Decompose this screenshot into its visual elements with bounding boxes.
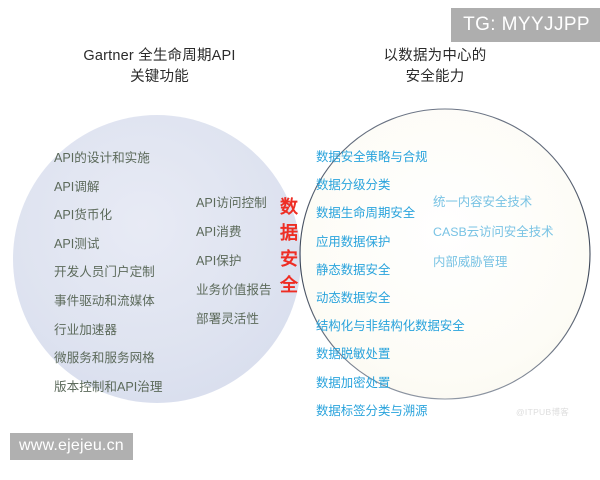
list-item: 事件驱动和流媒体 [54,293,155,308]
list-item: 数据脱敏处置 [316,347,391,362]
list-item: 数据分级分类 [316,178,391,193]
list-item: 统一内容安全技术 [433,195,533,209]
overlap-label: 数 据 安 全 [272,194,306,298]
right-circle-outline [299,108,591,400]
list-item: 数据安全策略与合规 [316,150,428,164]
list-item: 内部威胁管理 [433,255,508,269]
left-circle-heading: Gartner 全生命周期API 关键功能 [83,48,236,85]
list-item: CASB云访问安全技术 [433,225,554,239]
list-item: API访问控制 [196,196,267,210]
list-item: API测试 [54,236,100,251]
overlap-label-char: 安 [280,249,298,269]
overlap-label-char: 全 [280,275,298,295]
left-circle-shape [13,115,301,403]
right-circle-shape [300,109,590,399]
right-primary-list: 数据安全策略与合规 数据分级分类 数据生命周期安全 应用数据保护 静态数据安全 … [316,147,465,429]
list-item: 动态数据安全 [316,290,391,305]
overlap-label-char: 据 [280,223,298,243]
list-item: API货币化 [54,208,113,223]
list-item: API调解 [54,179,100,194]
telegram-watermark-badge: TG: MYYJJPP [451,8,600,42]
left-secondary-list: API访问控制 API消费 API保护 业务价值报告 部署灵活性 [196,192,272,337]
list-item: 业务价值报告 [196,283,272,297]
overlap-label-char: 数 [280,197,298,217]
list-item: 行业加速器 [54,322,117,337]
right-circle-heading: 以数据为中心的 安全能力 [383,48,487,85]
list-item: API消费 [196,225,242,239]
list-item: 部署灵活性 [196,312,259,326]
list-item: 开发人员门户定制 [54,265,155,280]
list-item: 版本控制和API治理 [54,379,163,394]
credit-watermark: @ITPUB博客 [516,407,570,417]
left-primary-list: API的设计和实施 API调解 API货币化 API测试 开发人员门户定制 事件… [54,147,162,404]
list-item: API的设计和实施 [54,151,150,165]
list-item: API保护 [196,254,242,268]
list-item: 微服务和服务网格 [54,351,155,366]
site-url-watermark: www.ejejeu.cn [10,433,133,460]
list-item: 结构化与非结构化数据安全 [316,319,465,334]
list-item: 应用数据保护 [316,234,391,249]
list-item: 静态数据安全 [316,262,391,277]
list-item: 数据生命周期安全 [316,206,416,221]
list-item: 数据加密处置 [316,375,391,390]
right-secondary-list: 统一内容安全技术 CASB云访问安全技术 内部威胁管理 [433,192,553,282]
list-item: 数据标签分类与溯源 [316,403,428,418]
